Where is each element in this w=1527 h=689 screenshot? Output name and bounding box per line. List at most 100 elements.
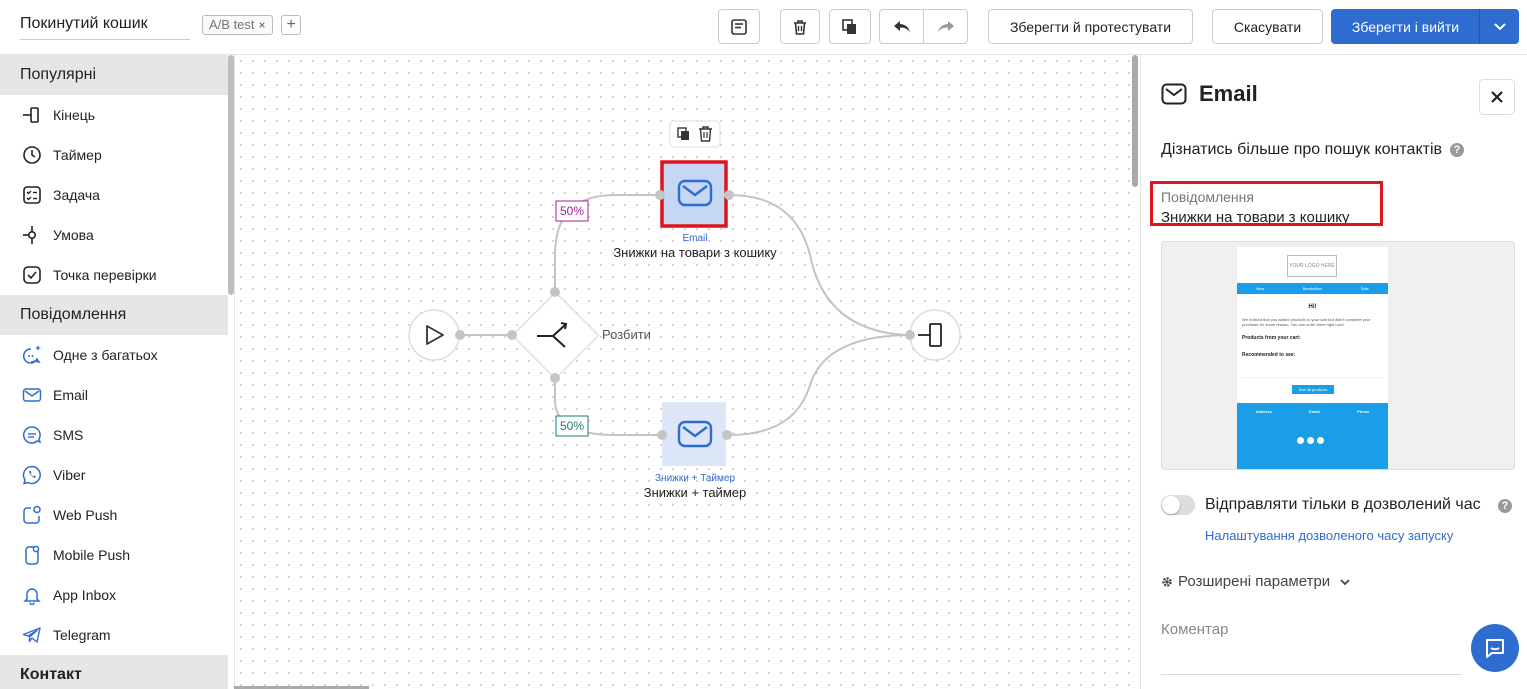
tag-remove-icon[interactable]: ×: [258, 18, 266, 32]
undo-button[interactable]: [879, 9, 924, 44]
sidebar-item-label: Email: [53, 387, 89, 403]
allowed-time-settings-link[interactable]: Налаштування дозволеного часу запуску: [1205, 528, 1454, 543]
workflow-graph: 50% 50% Розбити Email Знижки на товари з…: [408, 120, 961, 500]
preview-divider: [1242, 377, 1383, 378]
help-icon[interactable]: ?: [1450, 142, 1464, 157]
sidebar-item-end[interactable]: Кінець: [0, 95, 228, 135]
cancel-button[interactable]: Скасувати: [1212, 9, 1323, 44]
sidebar-scrollbar[interactable]: [228, 55, 234, 295]
preview-logo: YOUR LOGO HERE: [1287, 255, 1337, 277]
sidebar-item-label: Одне з багатьох: [53, 347, 158, 363]
chevron-down-icon: [1340, 578, 1350, 585]
save-options-dropdown[interactable]: [1479, 9, 1519, 44]
chat-icon: [1486, 639, 1504, 658]
connector-lines: [460, 194, 906, 436]
campaign-title-input[interactable]: Покинутий кошик: [20, 12, 190, 40]
start-node: [408, 309, 460, 361]
sidebar-item-label: Web Push: [53, 507, 118, 523]
canvas-scrollbar-horizontal[interactable]: [234, 686, 369, 689]
email-icon: [1161, 83, 1187, 105]
sidebar-item-web-push[interactable]: Web Push: [0, 495, 228, 535]
trash-icon: [794, 19, 806, 35]
message-field-value[interactable]: Знижки на товари з кошику: [1161, 209, 1350, 226]
sidebar-item-checkpoint[interactable]: Точка перевірки: [0, 255, 228, 295]
sidebar-item-label: Задача: [53, 187, 100, 203]
sparkle-chat-icon: [20, 343, 44, 367]
preview-footer-col: Email: [1309, 409, 1320, 414]
workflow-canvas[interactable]: 50% 50% Розбити Email Знижки на товари з…: [234, 55, 1140, 689]
sidebar-item-label: Mobile Push: [53, 547, 131, 563]
clock-icon: [20, 143, 44, 167]
sidebar-item-app-inbox[interactable]: App Inbox: [0, 575, 228, 615]
preview-footer-col: Address: [1255, 409, 1272, 414]
redo-button[interactable]: [923, 9, 968, 44]
ab-test-tag: A/B test×: [202, 15, 273, 35]
top-toolbar: Покинутий кошик A/B test× + Зберегти й п…: [0, 0, 1527, 55]
preview-body: We noticed that you added products to yo…: [1242, 317, 1371, 327]
end-icon: [20, 103, 44, 127]
note-icon: [731, 18, 747, 35]
percent-top-label: 50%: [560, 204, 584, 218]
email-settings-panel: Email Дізнатись більше про пошук контакт…: [1140, 55, 1527, 689]
mobile-push-icon: [20, 543, 44, 567]
copy-button[interactable]: [829, 9, 871, 44]
sidebar-item-label: Умова: [53, 227, 94, 243]
sidebar-item-label: Telegram: [53, 627, 111, 643]
sidebar-item-label: Кінець: [53, 107, 96, 123]
sidebar-item-condition[interactable]: Умова: [0, 215, 228, 255]
tag-label: A/B test: [209, 17, 255, 32]
help-icon[interactable]: ?: [1498, 499, 1512, 513]
sidebar: Популярні Кінець Таймер Задача Умова Точ…: [0, 55, 228, 689]
add-tag-button[interactable]: +: [281, 15, 301, 35]
sidebar-item-label: Viber: [53, 467, 86, 483]
section-popular[interactable]: Популярні: [0, 55, 228, 95]
chevron-down-icon: [1493, 22, 1506, 30]
redo-icon: [937, 20, 954, 32]
notes-button[interactable]: [718, 9, 760, 44]
preview-nav: New Bestsellers Sale: [1237, 283, 1388, 294]
close-panel-button[interactable]: [1479, 79, 1515, 115]
delete-button[interactable]: [780, 9, 820, 44]
advanced-settings-toggle[interactable]: Розширені параметри: [1161, 573, 1351, 590]
sidebar-item-sms[interactable]: SMS: [0, 415, 228, 455]
preview-nav-item: Bestsellers: [1302, 286, 1323, 291]
percent-badge-top: [555, 200, 589, 222]
task-icon: [20, 183, 44, 207]
sidebar-item-label: Точка перевірки: [53, 267, 157, 283]
comment-field[interactable]: Коментар: [1161, 621, 1461, 675]
sidebar-item-timer[interactable]: Таймер: [0, 135, 228, 175]
split-node: [511, 291, 600, 380]
sidebar-item-one-of-many[interactable]: Одне з багатьох: [0, 335, 228, 375]
email-preview-body: YOUR LOGO HERE New Bestsellers Sale Hi! …: [1237, 247, 1388, 469]
advanced-settings-label: Розширені параметри: [1178, 573, 1331, 590]
node-top-type: Email: [682, 233, 707, 244]
section-contact[interactable]: Контакт: [0, 655, 228, 689]
viber-icon: [20, 463, 44, 487]
allowed-time-toggle[interactable]: [1161, 495, 1195, 515]
save-and-test-button[interactable]: Зберегти й протестувати: [988, 9, 1193, 44]
support-chat-button[interactable]: [1471, 624, 1519, 672]
email-preview[interactable]: YOUR LOGO HERE New Bestsellers Sale Hi! …: [1161, 241, 1515, 470]
preview-greeting: Hi!: [1308, 304, 1317, 310]
connection-ports: [455, 190, 915, 440]
sidebar-item-viber[interactable]: Viber: [0, 455, 228, 495]
percent-badge-bottom: [555, 415, 589, 437]
sidebar-item-label: App Inbox: [53, 587, 117, 603]
sidebar-item-email[interactable]: Email: [0, 375, 228, 415]
canvas-scrollbar-vertical[interactable]: [1132, 55, 1138, 187]
node-bottom-type: Знижки + Таймер: [655, 473, 735, 484]
sidebar-item-task[interactable]: Задача: [0, 175, 228, 215]
gear-icon: [1162, 576, 1172, 587]
bell-icon: [20, 583, 44, 607]
close-icon: [1491, 91, 1503, 103]
save-and-exit-button[interactable]: Зберегти і вийти: [1331, 9, 1480, 44]
sidebar-item-telegram[interactable]: Telegram: [0, 615, 228, 655]
node-top-name: Знижки на товари з кошику: [613, 245, 777, 260]
panel-title: Email: [1199, 81, 1258, 106]
copy-icon: [842, 18, 856, 34]
sidebar-item-mobile-push[interactable]: Mobile Push: [0, 535, 228, 575]
learn-more-label: Дізнатись більше про пошук контактів: [1161, 141, 1442, 158]
learn-more-text: Дізнатись більше про пошук контактів?: [1161, 141, 1464, 159]
sidebar-item-label: Таймер: [53, 147, 102, 163]
section-messages[interactable]: Повідомлення: [0, 295, 228, 335]
